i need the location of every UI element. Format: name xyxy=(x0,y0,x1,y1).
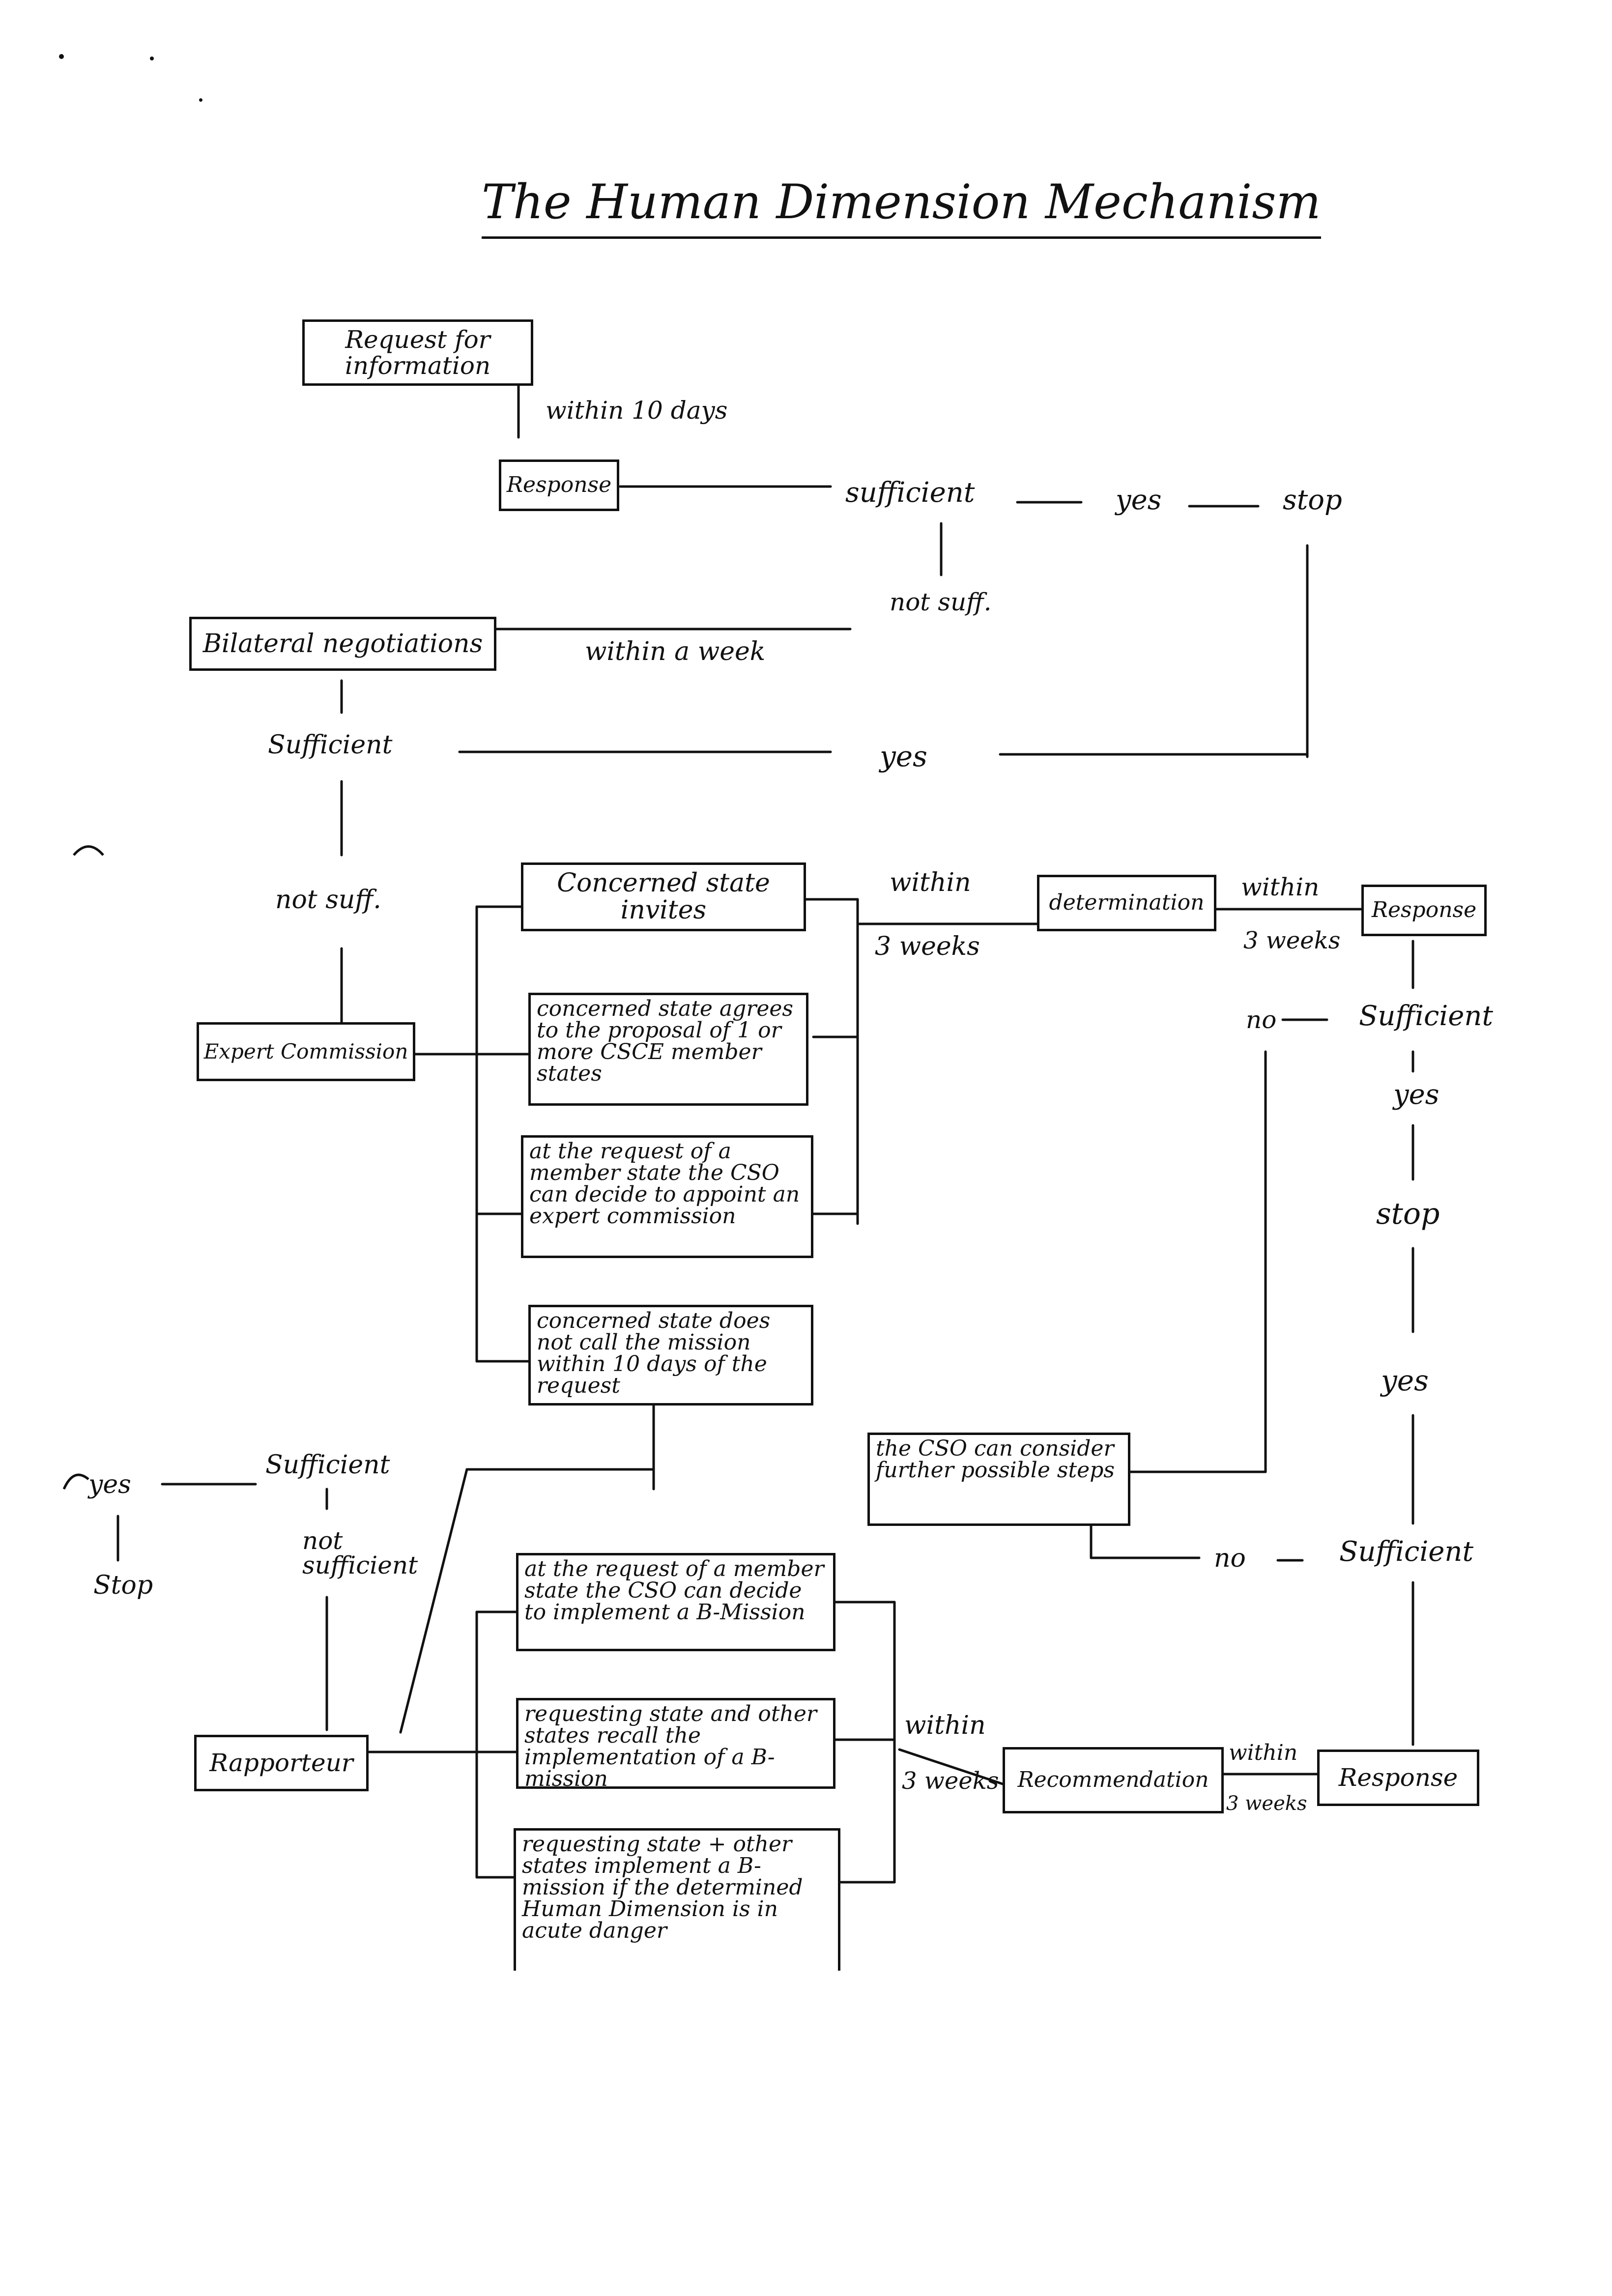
expert-commission-box: Expert Commission xyxy=(197,1022,415,1081)
label-yes-5: yes xyxy=(88,1470,131,1499)
concerned-state-does-not-call-box: concerned state does not call the missio… xyxy=(528,1305,813,1406)
concerned-state-invites-box: Concerned state invites xyxy=(521,862,806,931)
margin-mark-1 xyxy=(73,845,104,856)
label-yes-1: yes xyxy=(1116,484,1162,516)
label-within-1: within xyxy=(890,868,971,897)
requesting-state-implement-box: requesting state + other states implemen… xyxy=(514,1828,840,1971)
speck xyxy=(199,98,202,102)
label-3-weeks-4: 3 weeks xyxy=(1226,1792,1307,1815)
response-box-3: Response xyxy=(1317,1750,1479,1806)
rapporteur-box: Rapporteur xyxy=(194,1735,369,1791)
bilateral-negotiations-box: Bilateral negotiations xyxy=(189,617,496,671)
requesting-state-recall-box: requesting state and other states recall… xyxy=(516,1698,835,1790)
label-3-weeks-1: 3 weeks xyxy=(875,932,980,961)
label-not-suff-2: not suff. xyxy=(275,885,381,915)
response-box-2: Response xyxy=(1361,885,1487,936)
label-yes-2: yes xyxy=(880,740,927,773)
label-within-3: within xyxy=(904,1711,986,1740)
speck xyxy=(150,57,154,60)
label-no-2: no xyxy=(1214,1544,1246,1573)
label-3-weeks-3: 3 weeks xyxy=(902,1767,999,1795)
label-yes-3: yes xyxy=(1393,1079,1439,1111)
label-sufficient-4: Sufficient xyxy=(1339,1536,1473,1568)
response-box-1: Response xyxy=(499,459,619,511)
margin-mark-2 xyxy=(62,1473,89,1490)
speck xyxy=(59,54,64,59)
request-for-information-box: Request for information xyxy=(302,319,533,386)
label-sufficient-3: Sufficient xyxy=(1359,1000,1493,1032)
recommendation-box: Recommendation xyxy=(1003,1747,1224,1813)
label-not-sufficient: not sufficient xyxy=(302,1526,418,1579)
connector-to-recommendation xyxy=(898,1748,1004,1785)
label-sufficient-2: Sufficient xyxy=(268,730,393,760)
cso-considers-further-steps-box: the CSO can consider further possible st… xyxy=(867,1433,1130,1526)
determination-box: determination xyxy=(1037,875,1216,931)
label-within-4: within xyxy=(1229,1740,1298,1765)
label-within-2: within xyxy=(1241,873,1320,901)
concerned-state-agrees-box: concerned state agrees to the proposal o… xyxy=(528,993,808,1106)
label-within-10-days: within 10 days xyxy=(546,396,728,425)
label-3-weeks-2: 3 weeks xyxy=(1243,927,1341,954)
label-stop-2: stop xyxy=(1376,1197,1440,1231)
label-no-1: no xyxy=(1246,1005,1277,1034)
label-within-a-week: within a week xyxy=(585,637,766,666)
cso-appoint-expert-commission-box: at the request of a member state the CSO… xyxy=(521,1135,813,1258)
label-not-suff-1: not suff. xyxy=(890,588,992,616)
connector-rapporteur-diag xyxy=(399,1468,468,1734)
label-sufficient-5: Sufficient xyxy=(265,1450,390,1480)
label-sufficient-1: sufficient xyxy=(845,477,975,509)
label-yes-4: yes xyxy=(1381,1364,1429,1397)
label-stop-1: stop xyxy=(1283,484,1342,516)
page-title: The Human Dimension Mechanism xyxy=(482,174,1321,239)
cso-implement-b-mission-box: at the request of a member state the CSO… xyxy=(516,1553,835,1651)
label-stop-3: Stop xyxy=(93,1571,153,1600)
